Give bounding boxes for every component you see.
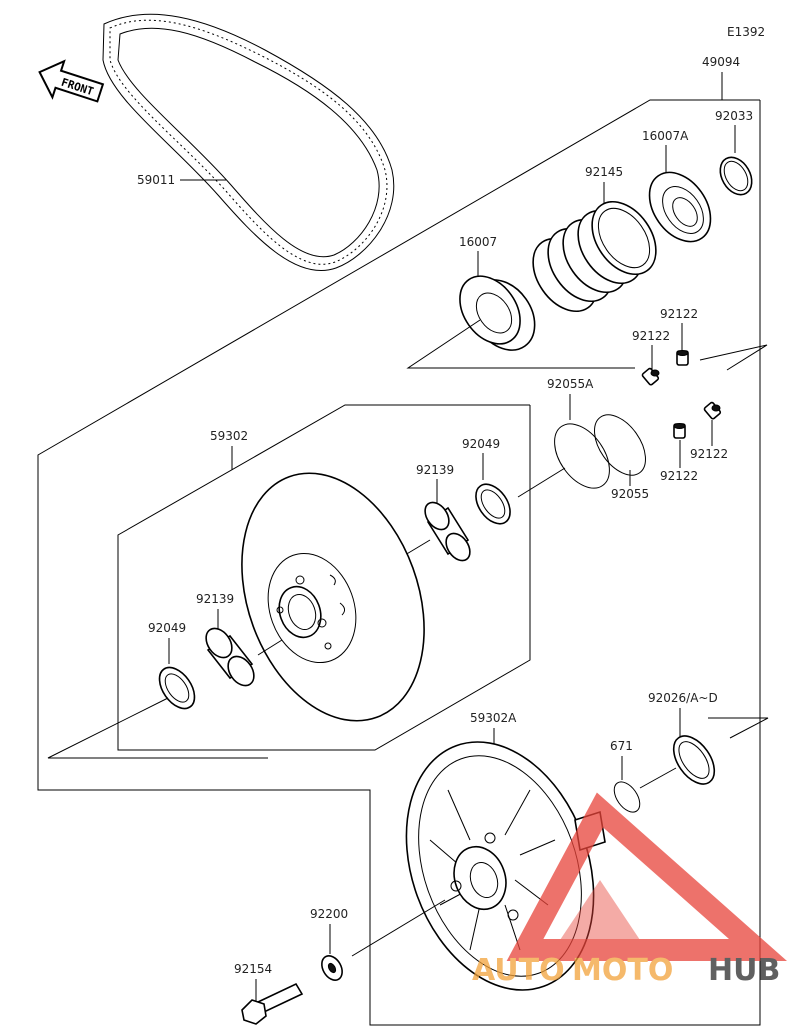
weight-92122-right[interactable] xyxy=(703,401,722,420)
label-671: 671 xyxy=(610,739,633,753)
label-92200: 92200 xyxy=(310,907,348,921)
bolt-92154[interactable] xyxy=(241,982,304,1025)
weight-92122-top[interactable] xyxy=(676,350,689,366)
label-59011: 59011 xyxy=(137,173,175,187)
spring-seat-16007[interactable] xyxy=(447,265,547,362)
label-92122-b: 92122 xyxy=(632,329,670,343)
o-ring-92055[interactable] xyxy=(584,406,656,485)
label-16007: 16007 xyxy=(459,235,497,249)
spring-92145[interactable] xyxy=(520,190,669,324)
outer-group-outline xyxy=(37,99,761,1026)
diagram-code: E1392 xyxy=(727,25,765,39)
label-92033: 92033 xyxy=(715,109,753,123)
label-92145: 92145 xyxy=(585,165,623,179)
circlip-92033[interactable] xyxy=(714,152,758,201)
seal-92049-lower[interactable] xyxy=(152,661,201,715)
label-59302A: 59302A xyxy=(470,711,517,725)
spring-seat-16007A[interactable] xyxy=(637,161,723,253)
bushing-92139-lower[interactable] xyxy=(201,624,259,691)
label-92049-lower: 92049 xyxy=(148,621,186,635)
drive-belt-59011[interactable] xyxy=(102,13,395,271)
label-92122-d: 92122 xyxy=(660,469,698,483)
front-arrow-icon: FRONT xyxy=(38,59,105,103)
watermark-auto: AUTO xyxy=(472,953,565,988)
label-92026: 92026/A~D xyxy=(648,691,718,705)
label-92055: 92055 xyxy=(611,487,649,501)
bushing-92139-upper[interactable] xyxy=(420,498,475,565)
shim-92026[interactable] xyxy=(665,729,722,792)
label-92154: 92154 xyxy=(234,962,272,976)
label-16007A: 16007A xyxy=(642,129,689,143)
circlip-671[interactable] xyxy=(609,777,645,816)
label-59302: 59302 xyxy=(210,429,248,443)
label-92122-c: 92122 xyxy=(690,447,728,461)
weight-92122-mid[interactable] xyxy=(673,423,686,439)
label-92139-upper: 92139 xyxy=(416,463,454,477)
inner-group-outline xyxy=(117,404,531,751)
watermark-hub: HUB xyxy=(708,953,780,988)
automotohub-watermark-logo: AUTO MOTO HUB xyxy=(472,792,788,988)
seal-92049-upper[interactable] xyxy=(469,478,517,530)
label-92122-a: 92122 xyxy=(660,307,698,321)
washer-92200[interactable] xyxy=(318,952,347,984)
label-49094: 49094 xyxy=(702,55,740,69)
o-ring-92055A[interactable] xyxy=(543,414,620,498)
watermark-moto: MOTO xyxy=(572,953,673,988)
weight-92122-left[interactable] xyxy=(641,367,660,386)
label-92055A: 92055A xyxy=(547,377,594,391)
label-92049-upper: 92049 xyxy=(462,437,500,451)
movable-sheave-59302[interactable] xyxy=(209,448,456,747)
label-92139-lower: 92139 xyxy=(196,592,234,606)
